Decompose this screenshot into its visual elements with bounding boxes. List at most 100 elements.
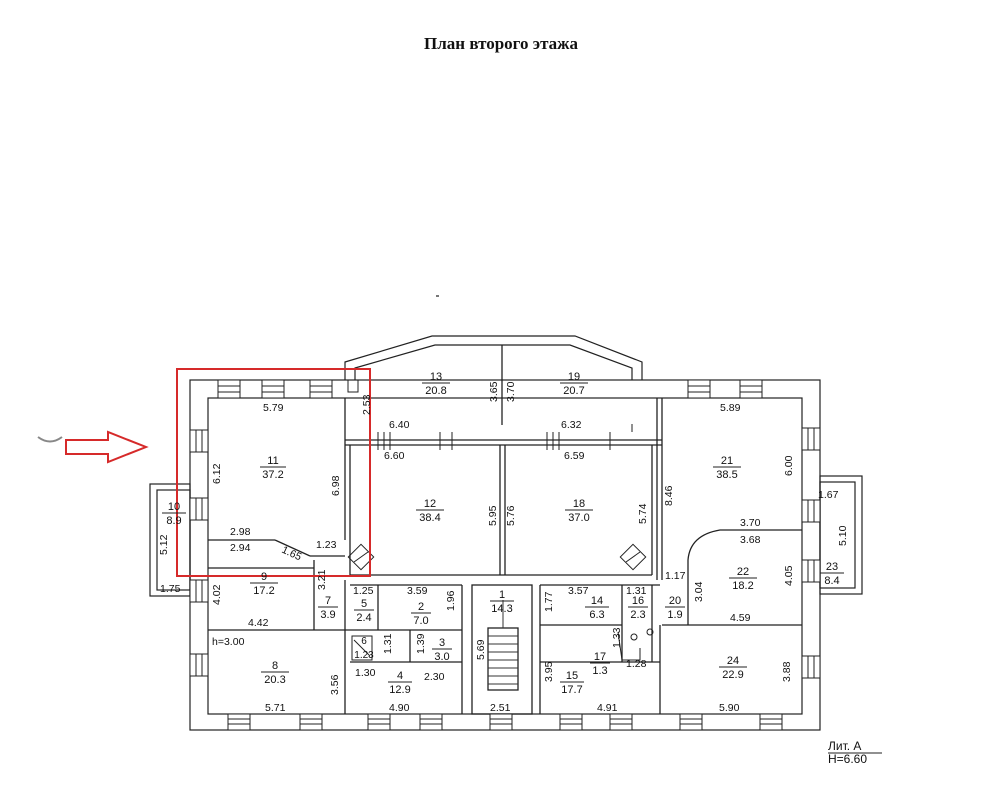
dimension-labels: 5.79 6.12 6.98 2.98 2.94 1.65 1.23 4.02 … (158, 381, 849, 714)
dimension: 3.57 (568, 585, 589, 597)
dimension: 5.76 (505, 505, 517, 526)
room-number: 15 (566, 670, 578, 682)
room-number: 16 (632, 595, 644, 607)
dimension: 1.77 (543, 591, 555, 612)
dimension: 2.30 (424, 671, 445, 683)
room-number: 13 (430, 371, 442, 383)
room-number: 5 (361, 598, 367, 610)
dimension: 1.30 (355, 667, 376, 679)
dimension: 4.42 (248, 617, 269, 629)
room-number: 12 (424, 498, 436, 510)
dimension: 1.31 (626, 585, 647, 597)
dimension: 3.70 (740, 517, 761, 529)
room-area: 7.0 (413, 615, 428, 627)
room-area: 8.9 (166, 515, 181, 527)
room-number: 18 (573, 498, 585, 510)
dimension: 5.69 (475, 639, 487, 660)
scan-mark (37, 436, 63, 443)
dimension: 3.21 (316, 569, 328, 590)
room-area: 12.9 (389, 684, 410, 696)
dimension: 1.75 (160, 583, 181, 595)
room-area: 37.2 (262, 469, 283, 481)
room-number: 3 (439, 637, 445, 649)
dimension: 4.91 (597, 702, 618, 714)
dimension: 1.39 (415, 633, 427, 654)
room-area: 20.8 (425, 385, 446, 397)
dimension: 1.25 (353, 585, 374, 597)
dimension: 3.56 (329, 674, 341, 695)
room-number: 8 (272, 660, 278, 672)
dimension: 6.32 (561, 419, 582, 431)
room-area: 17.7 (561, 684, 582, 696)
room-number: 2 (418, 601, 424, 613)
room-number: 10 (168, 501, 180, 513)
dimension: 3.70 (505, 381, 517, 402)
dimension: 4.59 (730, 612, 751, 624)
dimension: 5.90 (719, 702, 740, 714)
room-area: 20.7 (563, 385, 584, 397)
dimension: 1.31 (382, 633, 394, 654)
dimension: 8.46 (663, 485, 675, 506)
room-area: 20.3 (264, 674, 285, 686)
room-area: 6.3 (589, 609, 604, 621)
dimension: 6.40 (389, 419, 410, 431)
room-number: 23 (826, 561, 838, 573)
dimension: 1.65 (280, 544, 304, 564)
room-area: 38.4 (419, 512, 440, 524)
dimension: 5.74 (637, 503, 649, 524)
room-area: 18.2 (732, 580, 753, 592)
room-number: 21 (721, 455, 733, 467)
room-number: 1 (499, 589, 505, 601)
dimension: 1.33 (611, 627, 623, 648)
dimension: 2.53 (361, 394, 373, 415)
dimension: 5.89 (720, 402, 741, 414)
stair-treads (488, 600, 518, 685)
room-number: 4 (397, 670, 403, 682)
door-marks (377, 424, 633, 450)
dimension: 1.96 (445, 590, 457, 611)
dimension: 5.12 (158, 534, 170, 555)
litera-label: Лит. А Н=6.60 (828, 740, 867, 766)
room-area: 3.0 (434, 651, 449, 663)
room-area: 37.0 (568, 512, 589, 524)
right-arrow-icon (65, 430, 149, 464)
plan-title: План второго этажа (424, 34, 578, 53)
windows (189, 379, 821, 731)
dimension: 6.59 (564, 450, 585, 462)
room-number: 20 (669, 595, 681, 607)
room-area: 1.3 (592, 665, 607, 677)
room-area: 3.9 (320, 609, 335, 621)
dimension: 3.88 (781, 661, 793, 682)
dimension: 6.00 (783, 455, 795, 476)
dimension: 2.98 (230, 526, 251, 538)
room-area: 1.23 (354, 650, 374, 661)
dimension: h=3.00 (212, 636, 245, 648)
room-number: 7 (325, 595, 331, 607)
room-number: 9 (261, 571, 267, 583)
dimension: 2.94 (230, 542, 251, 554)
dimension: 5.95 (487, 505, 499, 526)
dimension: 6.60 (384, 450, 405, 462)
room-labels: 11 37.2 13 20.8 19 20.7 12 38.4 18 37.0 … (162, 371, 844, 696)
room-11-highlight (176, 368, 371, 577)
dimension: 4.02 (211, 584, 223, 605)
dimension: 3.68 (740, 534, 761, 546)
dimension: 6.98 (330, 475, 342, 496)
room-area: 2.4 (356, 612, 371, 624)
columns (347, 379, 654, 661)
room-number: 24 (727, 655, 739, 667)
dimension: 5.10 (837, 525, 849, 546)
dimension: 1.17 (665, 570, 686, 582)
dimension: 4.90 (389, 702, 410, 714)
dimension: 1.67 (818, 489, 839, 501)
room-area: 1.9 (667, 609, 682, 621)
room-area: 22.9 (722, 669, 743, 681)
room-area: 8.4 (824, 575, 839, 587)
room-number: 14 (591, 595, 603, 607)
room-number: 17 (594, 651, 606, 663)
room-number: 19 (568, 371, 580, 383)
room-area: 2.3 (630, 609, 645, 621)
scan-dot (436, 295, 439, 297)
room-area: 38.5 (716, 469, 737, 481)
